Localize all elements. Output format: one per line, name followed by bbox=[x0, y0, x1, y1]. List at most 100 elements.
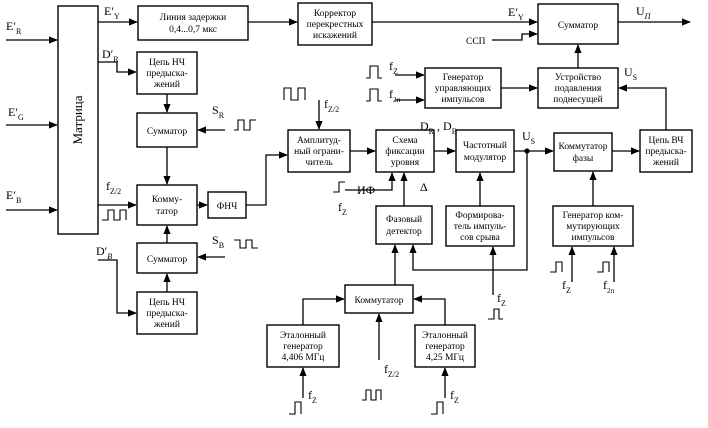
svg-text:Эталонный: Эталонный bbox=[422, 330, 468, 341]
svg-text:D′B: D′B bbox=[96, 244, 112, 261]
svg-text:Фазовый: Фазовый bbox=[386, 214, 422, 225]
svg-text:поднесущей: поднесущей bbox=[553, 94, 602, 105]
svg-text:татор: татор bbox=[156, 207, 178, 217]
svg-text:0,4...0,7 мкс: 0,4...0,7 мкс bbox=[169, 25, 217, 35]
svg-text:E′Y: E′Y bbox=[104, 4, 120, 21]
svg-text:DR , DB: DR , DB bbox=[420, 119, 457, 136]
svg-text:Генератор: Генератор bbox=[443, 73, 484, 83]
connections bbox=[6, 18, 691, 398]
matrix-label: Матрица bbox=[70, 95, 85, 144]
hf-preemphasis-block: Цепь ВЧ предыска- жений bbox=[639, 129, 693, 173]
svg-text:fZ: fZ bbox=[389, 59, 398, 76]
svg-text:детектор: детектор bbox=[386, 227, 422, 237]
svg-text:US: US bbox=[624, 65, 637, 82]
svg-text:fZ: fZ bbox=[338, 200, 347, 217]
svg-text:Эталонный: Эталонный bbox=[280, 330, 326, 341]
pulse-fz2-left-icon bbox=[102, 209, 127, 221]
pulse-f2n-icon bbox=[366, 88, 382, 102]
pulse-fz-former-icon bbox=[488, 308, 503, 320]
pulse-f2n-gc-icon bbox=[597, 261, 610, 273]
svg-text:fZ: fZ bbox=[497, 291, 506, 308]
svg-text:fZ/2: fZ/2 bbox=[324, 97, 339, 114]
svg-text:E′G: E′G bbox=[8, 105, 24, 122]
svg-text:Генератор ком-: Генератор ком- bbox=[563, 211, 624, 221]
svg-text:f2п: f2п bbox=[603, 278, 615, 295]
svg-text:жений: жений bbox=[153, 79, 180, 90]
lpf-block: ФНЧ bbox=[207, 191, 247, 219]
svg-text:fZ/2: fZ/2 bbox=[106, 179, 121, 196]
blanking-pulse-former-block: Формирова- тель импуль- сов срыва bbox=[445, 205, 515, 247]
svg-text:Цепь НЧ: Цепь НЧ bbox=[149, 58, 185, 68]
delay-line-block: Линия задержки 0,4...0,7 мкс bbox=[137, 5, 249, 41]
commutating-pulse-gen-block: Генератор ком- мутирующих импульсов bbox=[552, 205, 634, 247]
svg-text:ный ограни-: ный ограни- bbox=[294, 146, 344, 157]
subcarrier-suppress-block: Устройство подавления поднесущей bbox=[537, 67, 619, 109]
lf-preemphasis-r-block: Цепь НЧ предыска- жений bbox=[136, 51, 198, 95]
svg-text:SR: SR bbox=[212, 103, 225, 120]
svg-text:предыска-: предыска- bbox=[146, 69, 187, 79]
commutator-left-block: Комму- татор bbox=[136, 184, 198, 226]
svg-text:Цепь НЧ: Цепь НЧ bbox=[149, 298, 185, 308]
output-adder-block: Сумматор bbox=[537, 3, 619, 45]
svg-text:Комму-: Комму- bbox=[152, 195, 182, 205]
svg-text:управляющих: управляющих bbox=[435, 84, 492, 94]
svg-text:E′Y: E′Y bbox=[508, 5, 524, 22]
pulse-if-icon bbox=[333, 181, 345, 193]
pulse-fz-g1-icon bbox=[289, 401, 302, 415]
adder-r-block: Сумматор bbox=[136, 112, 198, 148]
pulse-fz-gc-icon bbox=[550, 261, 563, 273]
lf-preemphasis-b-block: Цепь НЧ предыска- жений bbox=[136, 291, 198, 335]
commutator-bottom-block: Коммутатор bbox=[344, 284, 414, 314]
level-clamp-block: Схема фиксации уровня bbox=[375, 129, 435, 173]
svg-text:fZ: fZ bbox=[450, 388, 459, 405]
ref-generator-1-block: Эталонный генератор 4,406 МГц bbox=[266, 324, 340, 368]
svg-text:fZ: fZ bbox=[562, 278, 571, 295]
svg-text:f2п: f2п bbox=[389, 87, 401, 104]
svg-text:E′R: E′R bbox=[6, 19, 22, 36]
svg-text:фиксации: фиксации bbox=[385, 146, 424, 157]
svg-text:fZ: fZ bbox=[308, 388, 317, 405]
svg-text:UП: UП bbox=[636, 4, 652, 21]
pulse-icons bbox=[102, 65, 610, 415]
control-pulse-gen-block: Генератор управляющих импульсов bbox=[424, 67, 502, 109]
svg-text:сов срыва: сов срыва bbox=[460, 233, 501, 243]
svg-text:предыска-: предыска- bbox=[146, 309, 187, 319]
svg-text:Линия задержки: Линия задержки bbox=[160, 13, 226, 23]
crosstalk-corrector-block: Корректор перекрестных искажений bbox=[297, 2, 373, 46]
svg-text:Частотный: Частотный bbox=[463, 140, 507, 151]
amplitude-limiter-block: Амплитуд- ный ограни- читель bbox=[287, 129, 351, 173]
svg-text:читель: читель bbox=[305, 158, 333, 168]
svg-text:модулятор: модулятор bbox=[464, 153, 507, 163]
svg-text:жений: жений bbox=[652, 157, 679, 168]
svg-text:Сумматор: Сумматор bbox=[147, 255, 187, 265]
svg-text:E′B: E′B bbox=[6, 188, 21, 205]
svg-text:fZ/2: fZ/2 bbox=[384, 362, 399, 379]
svg-text:предыска-: предыска- bbox=[645, 147, 686, 157]
svg-text:Корректор: Корректор bbox=[314, 9, 357, 19]
pulse-sb-icon bbox=[234, 239, 258, 249]
svg-text:генератор: генератор bbox=[425, 342, 465, 352]
pulse-fz2-mid-icon bbox=[362, 389, 382, 401]
svg-text:тель импуль-: тель импуль- bbox=[454, 222, 507, 232]
svg-text:Формирова-: Формирова- bbox=[455, 211, 504, 221]
svg-text:Коммутатор: Коммутатор bbox=[559, 142, 608, 152]
pulse-fz-g2-icon bbox=[431, 401, 444, 415]
svg-text:Коммутатор: Коммутатор bbox=[355, 296, 404, 306]
svg-text:Δ: Δ bbox=[420, 180, 428, 194]
pulse-sr-icon bbox=[234, 119, 256, 131]
svg-text:Сумматор: Сумматор bbox=[147, 127, 187, 137]
phase-commutator-block: Коммутатор фазы bbox=[553, 132, 613, 172]
svg-text:мутирующих: мутирующих bbox=[566, 222, 620, 232]
svg-text:импульсов: импульсов bbox=[441, 95, 485, 105]
svg-text:4,406 МГц: 4,406 МГц bbox=[282, 353, 325, 363]
svg-text:Устройство: Устройство bbox=[555, 72, 601, 83]
svg-text:ССП: ССП bbox=[466, 37, 486, 47]
svg-text:Цепь ВЧ: Цепь ВЧ bbox=[649, 136, 684, 146]
svg-text:Схема: Схема bbox=[392, 136, 418, 146]
freq-modulator-block: Частотный модулятор bbox=[455, 129, 515, 173]
svg-text:ФНЧ: ФНЧ bbox=[217, 202, 238, 212]
svg-text:перекрестных: перекрестных bbox=[307, 20, 364, 30]
svg-text:импульсов: импульсов bbox=[571, 233, 615, 243]
pulse-fz-icon bbox=[366, 65, 382, 79]
matrix-block: Матрица bbox=[57, 5, 99, 235]
